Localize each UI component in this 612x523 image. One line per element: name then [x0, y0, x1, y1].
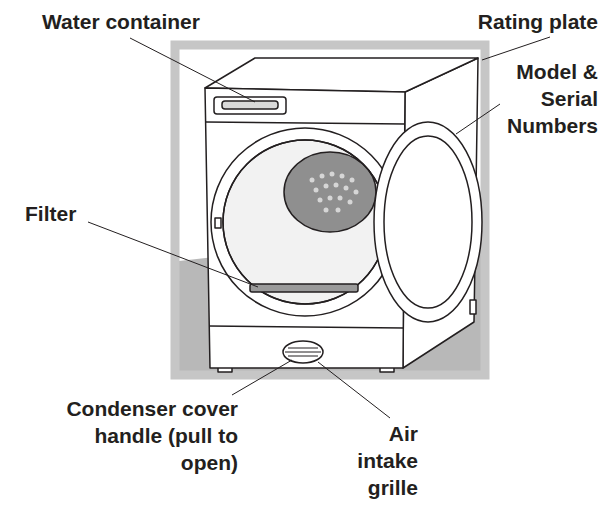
- leader-lines: [88, 37, 550, 418]
- part-label: Filter: [25, 200, 105, 227]
- part-label: Rating plate: [470, 8, 598, 35]
- part-label: Water container: [42, 8, 232, 35]
- part-label: Condenser cover handle (pull to open): [38, 395, 238, 476]
- part-label: Air intake grille: [343, 420, 418, 501]
- part-label: Model & Serial Numbers: [483, 58, 598, 139]
- frame: [175, 45, 485, 375]
- dryer: [205, 58, 482, 372]
